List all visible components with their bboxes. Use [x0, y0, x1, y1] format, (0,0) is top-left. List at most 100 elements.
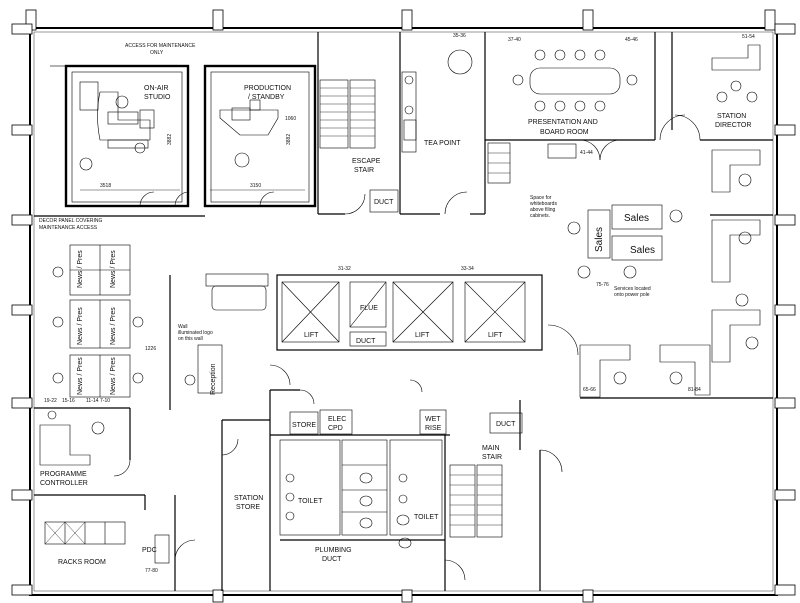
main-stair-label-2: STAIR: [482, 454, 502, 461]
tag-11-14: 11-14: [86, 398, 99, 404]
sales-label-1: Sales: [624, 213, 649, 224]
tag-77-80: 77-80: [145, 568, 158, 574]
tag-31-32: 31-32: [338, 266, 351, 272]
right-desks: [711, 149, 761, 363]
racks-room-label: RACKS ROOM: [58, 559, 106, 566]
station-store-label-1: STATION: [234, 495, 263, 502]
tag-41-44: 41-44: [580, 150, 593, 156]
board-room: [512, 49, 638, 159]
station-store-label-2: STORE: [236, 504, 260, 511]
tag-45-46: 45-46: [625, 37, 638, 43]
core-block: [276, 274, 543, 351]
sales-label-3: Sales: [594, 227, 605, 252]
on-air-studio: [50, 64, 190, 208]
station-director-label-2: DIRECTOR: [715, 122, 751, 129]
whiteboard-note-4: cabinets.: [530, 213, 550, 219]
lift-2-label: LIFT: [415, 332, 430, 339]
toilet-label-1: TOILET: [298, 498, 323, 505]
services-note-2: onto power pole: [614, 292, 650, 298]
board-room-label-1: PRESENTATION AND: [528, 119, 598, 126]
sales-cluster: [567, 204, 683, 279]
tag-35-36: 35-36: [453, 33, 466, 39]
wet-rise-box: [419, 409, 447, 435]
logo-note-3: on this wall: [178, 336, 203, 342]
wet-rise-label-2: RISE: [425, 425, 442, 432]
escape-stair-label-2: STAIR: [354, 167, 374, 174]
pdc-label: PDC: [142, 547, 157, 554]
main-stair: [449, 464, 503, 538]
lifts: [281, 281, 526, 347]
tea-point: [401, 49, 473, 153]
access-note-1: ACCESS FOR MAINTENANCE: [125, 43, 196, 49]
news-pres-desks: [52, 244, 144, 398]
plumbing-label-2: DUCT: [322, 556, 342, 563]
duct-top-box: [369, 189, 399, 213]
right-open-desks: [579, 344, 711, 398]
news-pres-2: News / Pres: [110, 250, 117, 288]
recep-dim: 1226: [145, 346, 156, 352]
main-stair-label-1: MAIN: [482, 445, 500, 452]
racks-room: [44, 521, 170, 564]
plumbing-label-1: PLUMBING: [315, 547, 352, 554]
duct-2-label: DUCT: [496, 421, 516, 428]
escape-stair: [319, 79, 376, 149]
on-air-label-1: ON-AIR: [144, 85, 169, 92]
prog-controller-label-1: PROGRAMME: [40, 471, 87, 478]
news-pres-1: News / Pres: [77, 250, 84, 288]
board-room-label-2: BOARD ROOM: [540, 129, 589, 136]
toilet-label-2: TOILET: [414, 514, 439, 521]
flue-label: FLUE: [360, 305, 378, 312]
tag-33-34: 33-34: [461, 266, 474, 272]
doors: [113, 114, 701, 581]
tag-65-66: 65-66: [583, 387, 596, 393]
decor-note-2: MAINTENANCE ACCESS: [39, 225, 98, 231]
access-note-2: ONLY: [150, 50, 164, 56]
elec-box: [319, 409, 353, 435]
whiteboard-note-2: whiteboards: [530, 201, 557, 207]
prog-controller-label-2: CONTROLLER: [40, 480, 88, 487]
lift-3-label: LIFT: [488, 332, 503, 339]
wet-rise-label-1: WET: [425, 416, 441, 423]
lift-1-label: LIFT: [304, 332, 319, 339]
services-note-1: Services located: [614, 286, 651, 292]
news-pres-4: News / Pres: [110, 307, 117, 345]
duct-box-2: [489, 412, 523, 434]
interior-walls: [34, 32, 773, 591]
decor-note-1: DECOR PANEL COVERING: [39, 218, 102, 224]
programme-controller-office: [39, 410, 105, 466]
station-director-office: [711, 44, 761, 103]
station-director-label-1: STATION: [717, 113, 746, 120]
store-box: [289, 411, 319, 435]
tag-19-22: 19-22: [44, 398, 57, 404]
duct-core-label: DUCT: [356, 338, 376, 345]
tag-81-84: 81-84: [688, 387, 701, 393]
news-pres-3: News / Pres: [77, 307, 84, 345]
production-label-2: / STANDBY: [248, 94, 285, 101]
reception: [184, 273, 269, 394]
tag-37-40: 37-40: [508, 37, 521, 43]
news-pres-5: News / Pres: [77, 357, 84, 395]
prod-height-dim: 3882: [286, 134, 292, 145]
columns: [11, 9, 796, 603]
studio-height-dim: 3882: [167, 134, 173, 145]
outer-wall: [29, 27, 778, 596]
whiteboard-note-1: Space for: [530, 195, 552, 201]
duct-top-label: DUCT: [374, 199, 394, 206]
news-pres-6: News / Pres: [110, 357, 117, 395]
production-label-1: PRODUCTION: [244, 85, 291, 92]
sales-label-2: Sales: [630, 245, 655, 256]
toilets: [279, 439, 443, 549]
logo-note-2: illuminated logo: [178, 330, 213, 336]
elec-label-1: ELEC: [328, 416, 346, 423]
prod-top-dim: 1060: [285, 116, 296, 122]
tea-point-label: TEA POINT: [424, 140, 461, 147]
filing-cabinets: [487, 142, 511, 184]
studio-width-dim: 3518: [100, 183, 111, 189]
tag-75-76: 75-76: [596, 282, 609, 288]
tag-51-54: 51-54: [742, 34, 755, 40]
whiteboard-note-3: above filing: [530, 207, 556, 213]
on-air-label-2: STUDIO: [144, 94, 171, 101]
escape-stair-label-1: ESCAPE: [352, 158, 381, 165]
tag-15-16: 15-16: [62, 398, 75, 404]
